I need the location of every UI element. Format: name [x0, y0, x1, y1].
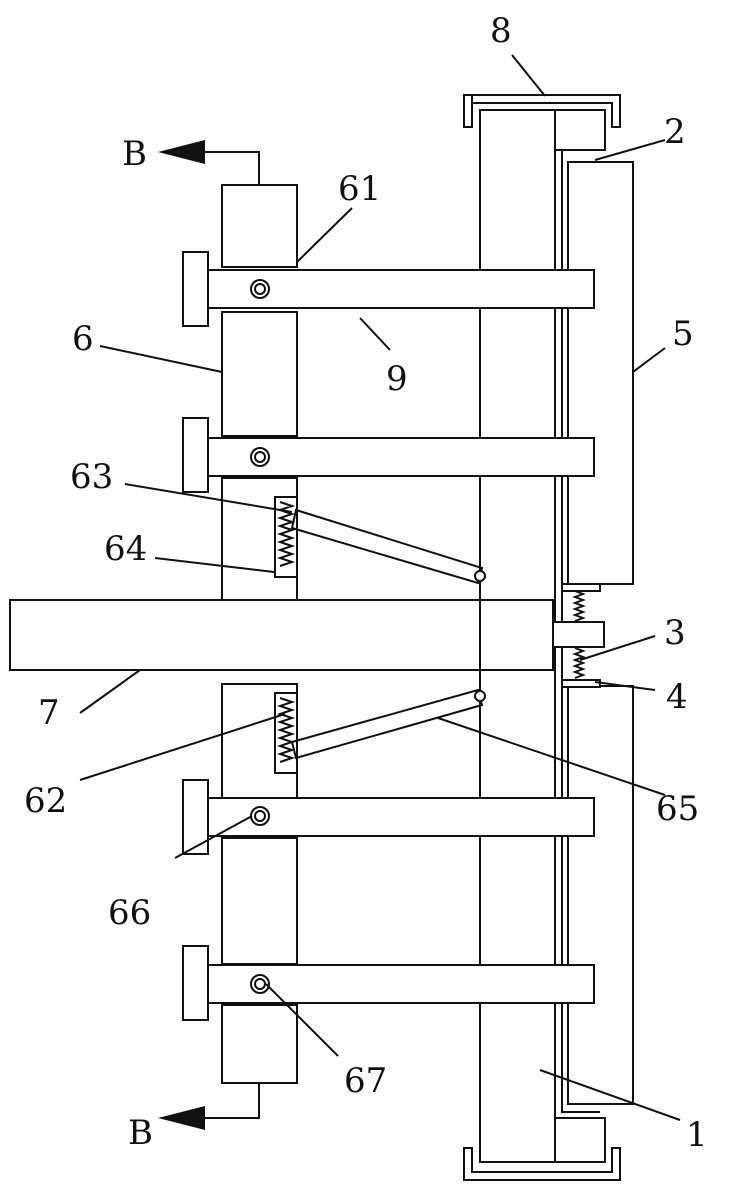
label-62: 62 — [24, 781, 67, 821]
label-4: 4 — [666, 677, 688, 717]
label-6: 6 — [72, 319, 94, 359]
spring-assembly — [561, 583, 601, 688]
label-2: 2 — [664, 112, 686, 152]
label-66: 66 — [108, 893, 151, 933]
rod-1 — [182, 251, 595, 327]
rod-3 — [182, 779, 595, 855]
label-65: 65 — [656, 789, 699, 829]
upper-slot-spring — [274, 496, 298, 578]
lower-link-arm — [290, 688, 486, 760]
right-plate-upper — [567, 161, 634, 585]
rod-4 — [182, 945, 595, 1021]
central-bar — [9, 599, 605, 671]
bottom-cap — [463, 1147, 621, 1181]
left-block — [221, 184, 298, 1084]
top-cap — [463, 94, 621, 128]
lower-slot-spring — [274, 692, 298, 774]
section-label-bottom: B — [128, 1113, 153, 1153]
label-5: 5 — [672, 314, 694, 354]
section-label-top: B — [122, 134, 147, 174]
label-7: 7 — [38, 693, 60, 733]
section-arrow-bottom: B — [128, 1083, 260, 1153]
label-9: 9 — [386, 359, 408, 399]
right-plate-lower — [567, 685, 634, 1105]
label-61: 61 — [338, 169, 381, 209]
label-8: 8 — [490, 11, 512, 51]
leader-lines — [79, 54, 681, 1121]
label-67: 67 — [344, 1061, 387, 1101]
label-1: 1 — [686, 1115, 708, 1155]
upper-link-arm — [290, 508, 486, 585]
rod-2 — [182, 417, 595, 493]
label-63: 63 — [70, 457, 113, 497]
section-arrow-top: B — [122, 134, 260, 185]
label-64: 64 — [104, 529, 147, 569]
label-3: 3 — [664, 613, 686, 653]
